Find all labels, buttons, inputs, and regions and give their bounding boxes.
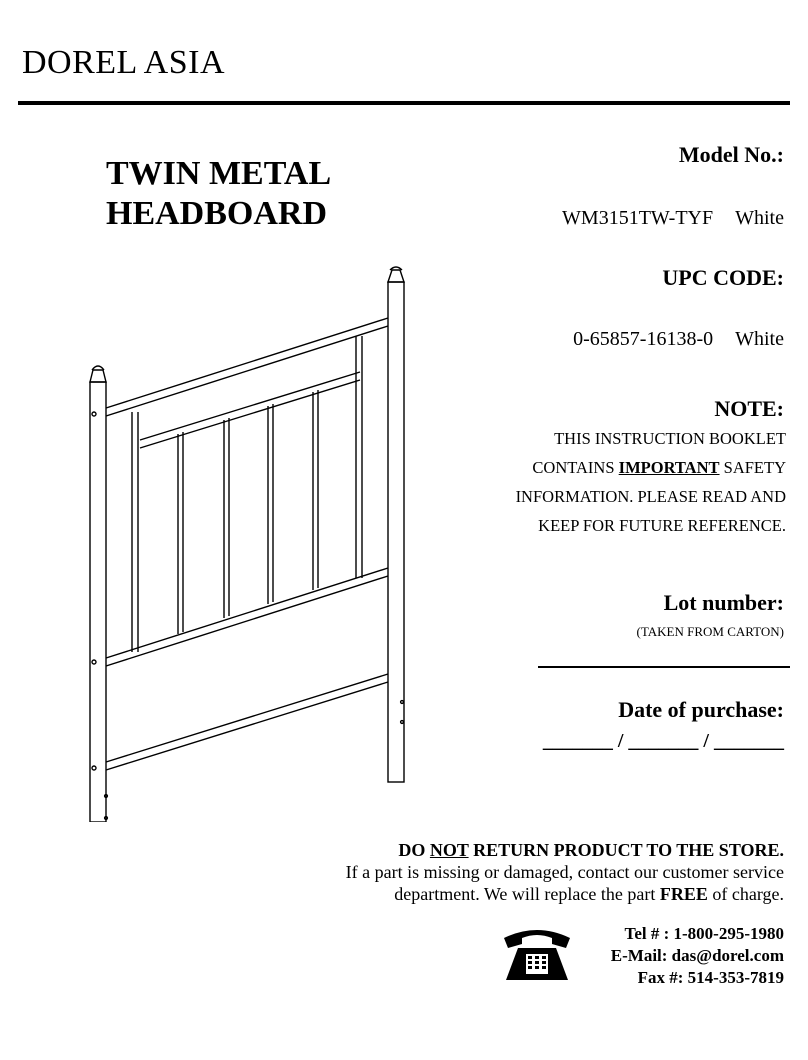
brand-name: DOREL ASIA xyxy=(22,44,226,81)
model-number: WM3151TW-TYF xyxy=(562,207,714,229)
note-label: NOTE: xyxy=(714,396,784,421)
note-line-2-pre: CONTAINS xyxy=(532,458,619,477)
headboard-illustration xyxy=(89,266,405,822)
warning-line-3: department. We will replace the part FRE… xyxy=(394,884,784,905)
important-word: IMPORTANT xyxy=(618,458,720,477)
telephone-icon xyxy=(504,930,570,980)
upc-number: 0-65857-16138-0 xyxy=(573,328,714,350)
product-title: TWIN METAL HEADBOARD xyxy=(106,154,331,234)
model-color: White xyxy=(735,207,784,229)
purchase-label: Date of purchase: xyxy=(618,697,784,722)
purchase-date-blanks: _______ / _______ / _______ xyxy=(542,730,784,752)
free-word: FREE xyxy=(659,884,708,904)
warning-post: RETURN PRODUCT TO THE STORE. xyxy=(468,840,784,860)
warning-pre: DO xyxy=(398,840,430,860)
contact-email: E-Mail: das@dorel.com xyxy=(610,946,784,965)
lot-hint: (TAKEN FROM CARTON) xyxy=(636,624,784,639)
lot-number-line xyxy=(538,666,790,668)
warning-line-3-post: of charge. xyxy=(707,884,784,904)
upc-value: 0-65857-16138-0 White xyxy=(573,328,784,351)
warning-line-2: If a part is missing or damaged, contact… xyxy=(345,862,784,882)
note-line-1: THIS INSTRUCTION BOOKLET xyxy=(554,429,786,448)
note-body: THIS INSTRUCTION BOOKLET CONTAINS IMPORT… xyxy=(516,424,786,540)
model-value: WM3151TW-TYF White xyxy=(562,207,784,230)
note-line-3: INFORMATION. PLEASE READ AND xyxy=(515,487,786,506)
note-line-4: KEEP FOR FUTURE REFERENCE. xyxy=(538,516,786,535)
model-label: Model No.: xyxy=(678,142,784,167)
note-line-2-post: SAFETY xyxy=(719,458,786,477)
title-line-1: TWIN METAL xyxy=(106,155,332,192)
note-line-2: CONTAINS IMPORTANT SAFETY xyxy=(516,453,786,482)
header-rule xyxy=(18,101,790,105)
warning-not: NOT xyxy=(429,840,469,860)
warning-line-3-pre: department. We will replace the part xyxy=(394,884,660,904)
upc-label: UPC CODE: xyxy=(662,265,784,290)
contact-tel: Tel # : 1-800-295-1980 xyxy=(624,924,784,943)
contact-fax: Fax #: 514-353-7819 xyxy=(637,968,784,987)
return-warning: DO NOT RETURN PRODUCT TO THE STORE. xyxy=(398,840,784,861)
upc-color: White xyxy=(735,328,784,350)
title-line-2: HEADBOARD xyxy=(106,195,328,232)
lot-label: Lot number: xyxy=(663,590,784,615)
